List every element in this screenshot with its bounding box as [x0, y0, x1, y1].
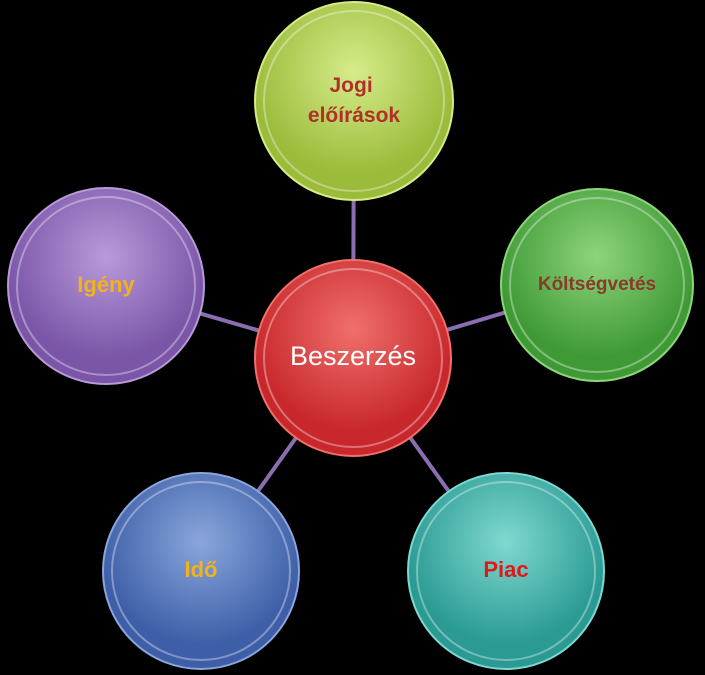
node-ido-line-1: Idő	[185, 557, 218, 582]
node-piac-ring	[416, 481, 596, 661]
node-piac-circle	[407, 472, 605, 670]
node-jogi-line-1: Jogi	[329, 73, 372, 96]
node-jogi-circle	[254, 1, 454, 201]
node-igeny-circle	[7, 187, 205, 385]
node-igeny-ring	[16, 196, 196, 376]
node-jogi-label: Jogi előírások	[308, 73, 401, 126]
node-koltsegvetes-ring	[509, 197, 685, 373]
center-node-circle	[254, 259, 452, 457]
node-ido-label: Idő	[185, 557, 218, 582]
node-piac: Piac	[407, 472, 605, 670]
node-jogi-ring	[263, 10, 445, 192]
node-ido-ring	[111, 481, 291, 661]
center-node-ring	[263, 268, 443, 448]
node-jogi-line-2: előírások	[308, 104, 401, 127]
node-koltsegvetes-circle	[500, 188, 694, 382]
node-piac-line-1: Piac	[483, 557, 528, 582]
center-node: Beszerzés	[254, 259, 452, 457]
node-jogi: Jogi előírások	[254, 1, 454, 201]
node-igeny: Igény	[7, 187, 205, 385]
center-node-label: Beszerzés	[290, 341, 416, 371]
node-igeny-line-1: Igény	[77, 272, 135, 297]
node-koltsegvetes-label: Költségvetés	[538, 274, 656, 295]
node-ido: Idő	[102, 472, 300, 670]
node-koltsegvetes: Költségvetés	[500, 188, 694, 382]
node-igeny-label: Igény	[77, 272, 135, 297]
node-piac-label: Piac	[483, 557, 528, 582]
node-koltsegvetes-line-1: Költségvetés	[538, 274, 656, 295]
node-ido-circle	[102, 472, 300, 670]
